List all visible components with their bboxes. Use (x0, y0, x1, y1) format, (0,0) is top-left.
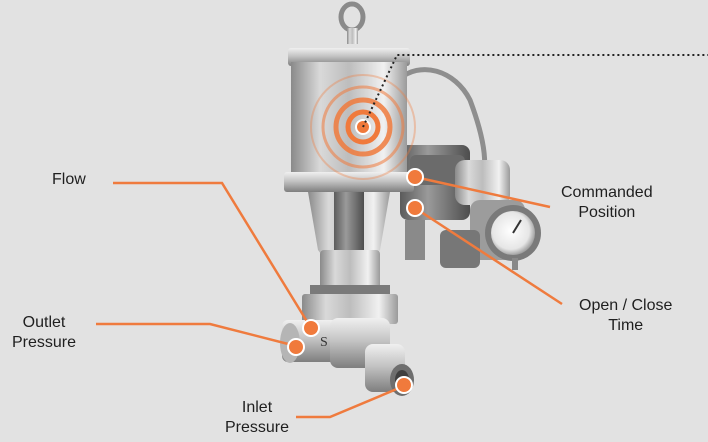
leader-flow (113, 181, 313, 329)
label-open-close-line1: Open / Close (579, 297, 673, 314)
leader-lines (96, 175, 563, 419)
sensor-dot-open-close (406, 199, 424, 217)
label-outlet-line1: Outlet (22, 314, 66, 331)
label-commanded-line1: Commanded (561, 184, 653, 201)
sensor-dot-commanded (406, 168, 424, 186)
leader-outlet (96, 322, 297, 348)
label-inlet-line1: Inlet (241, 399, 273, 416)
sensor-dots (287, 168, 424, 394)
valve-assembly: S (280, 1, 541, 396)
valve-body: S (280, 318, 414, 396)
sensor-pulse-rings (310, 74, 416, 180)
leader-inlet (296, 384, 405, 419)
sensor-dot-flow (302, 319, 320, 337)
pressure-gauge (485, 205, 541, 270)
label-flow: Flow (52, 170, 86, 190)
label-open-close-time: Open / Close Time (579, 296, 672, 336)
label-commanded-position: Commanded Position (561, 183, 653, 223)
yoke (302, 192, 398, 324)
sensor-dot-inlet (395, 376, 413, 394)
label-outlet-pressure: Outlet Pressure (12, 313, 76, 353)
sensor-dot-outlet (287, 338, 305, 356)
leader-open-close (414, 206, 563, 306)
label-inlet-line2: Pressure (225, 419, 290, 436)
valve-marking: S (320, 335, 328, 350)
dotted-leader (362, 54, 708, 128)
leader-commanded (414, 175, 551, 209)
lifting-eye (338, 1, 366, 44)
label-outlet-line2: Pressure (12, 334, 77, 351)
label-inlet-pressure: Inlet Pressure (225, 398, 289, 438)
label-commanded-line2: Position (578, 204, 636, 221)
label-flow-text: Flow (52, 171, 86, 188)
label-open-close-line2: Time (608, 317, 644, 334)
